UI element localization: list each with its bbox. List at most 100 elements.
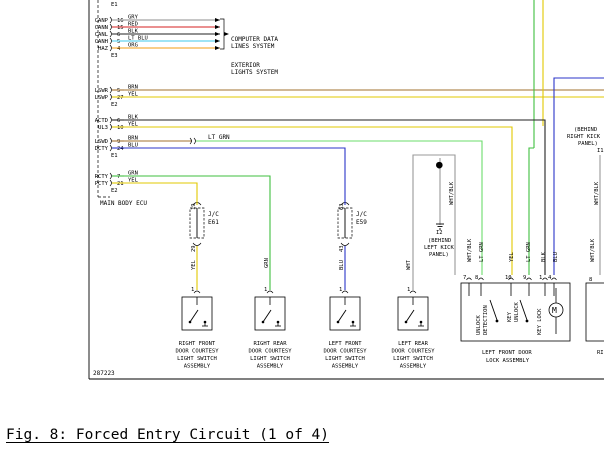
ecu-pin-label: E2 [111,102,118,108]
ecu-signal-label: LSWR [95,88,109,94]
svg-text:UNLOCK: UNLOCK [514,301,520,322]
right-kick-panel-ref: (BEHIND RIGHT KICK PANEL) I1 WHT/BLK WHT… [567,127,604,356]
ecu-signal-label: PCTY [95,181,109,187]
jc-e61: 19 29 J/C E61 [189,198,219,252]
svg-text:WHT/BLK: WHT/BLK [590,238,596,262]
svg-text:DETECTION: DETECTION [483,305,489,335]
ecu-pin-label: 5 [117,88,120,94]
svg-text:J/C: J/C [208,211,219,218]
svg-text:(BEHIND: (BEHIND [574,127,597,133]
ecu-wire-label: BRN [128,136,138,142]
svg-text:PANEL): PANEL) [578,141,598,147]
computer-data-label-1: COMPUTER DATA [231,36,278,43]
ecu-signal-label: HAZ [98,46,109,52]
switch-name-line: LIGHT SWITCH [250,356,290,362]
ecu-connector-mark [109,30,112,38]
ecu-connector-mark [109,44,112,52]
switch-name-line: ASSEMBLY [332,364,359,370]
wire-blu-pin4 [553,77,604,275]
ecu-wire-label: BRN [128,85,138,91]
switch-name-line: DOOR COURTESY [175,349,219,355]
ecu-pin-label: 10 [117,125,124,131]
svg-text:KEY: KEY [507,311,513,322]
wire-rcty-grn [124,175,271,290]
ecu-connector-mark [109,86,112,94]
lock-pin-label: 8 [475,275,478,281]
wire-label-pin9: LT GRN [526,242,532,262]
wire-lswd-connector [189,137,196,145]
computer-data-label-2: LINES SYSTEM [231,43,275,50]
ecu-wire-label: ORG [128,43,138,49]
ecu-connector-mark [109,172,112,180]
main-body-ecu: E1 MAIN BODY ECU [97,0,147,207]
ecu-signal-label: LSWD [95,139,108,145]
svg-text:LEFT KICK: LEFT KICK [424,245,454,251]
wire-label-pin10: YEL [509,251,515,262]
ecu-signal-label: CANH [95,39,108,45]
ecu-connector-mark [109,137,112,145]
ecu-wire-label: GRN [128,171,138,177]
lock-pin-label: 9 [523,275,526,281]
ecu-name: MAIN BODY ECU [100,200,147,207]
figure-caption: Fig. 8: Forced Entry Circuit (1 of 4) [6,427,330,443]
ecu-signal-label: LSWP [95,95,109,101]
wire-lswd-ltgrn [196,140,483,275]
ecu-connector-mark [109,16,112,24]
switch-name-line: RIGHT FRONT [179,341,216,347]
switch-name-line: LIGHT SWITCH [393,356,433,362]
lock-pin-label: 10 [505,275,512,281]
ecu-pin-label: 24 [117,146,124,152]
ecu-pin-label: E2 [111,188,118,194]
wire-label-right-rear: GRN [264,258,270,268]
wire-label-whtblk: WHT/BLK [449,181,455,205]
ecu-pin-label: 21 [117,181,124,187]
switch-name-line: ASSEMBLY [184,364,211,370]
wire-label-pin7: WHT/BLK [467,238,473,262]
ecu-pin-label: 6 [117,118,120,124]
svg-text:RI: RI [597,350,604,356]
switch-name-line: ASSEMBLY [400,364,427,370]
exterior-lights-label: EXTERIOR LIGHTS SYSTEM [231,62,278,76]
svg-text:I1: I1 [597,148,604,154]
svg-text:RIGHT KICK: RIGHT KICK [567,134,601,140]
ecu-wire-label: YEL [128,92,139,98]
switch-name-line: RIGHT REAR [253,341,287,347]
wire-label-left-front: BLU [339,260,345,270]
ecu-pin-label: 16 [117,18,124,24]
wire-dcty-blu [124,147,346,198]
wire-label-pin4: BLU [553,252,559,262]
ecu-connector-mark [109,37,112,45]
svg-text:1: 1 [191,287,194,293]
jc-e59: 63 43 J/C E59 [337,198,367,252]
ecu-connector-mark [109,123,112,131]
ecu-wire-label: BLU [128,143,138,149]
wire-pcty-yel [124,182,198,198]
ecu-wire-label: RED [128,22,138,28]
ecu-wire-label: BLK [128,115,139,121]
ecu-signal-label: CANP [95,18,109,24]
svg-text:●: ● [436,158,443,171]
ecu-pin-label: 5 [117,39,120,45]
svg-text:J/C: J/C [356,211,367,218]
wire-left-rear-wht [412,154,456,290]
wire-label-right-front: YEL [191,259,197,270]
ecu-wire-label: BLK [128,29,139,35]
figure-code: 287223 [93,370,115,377]
ecu-pin-top: E1 [111,2,118,8]
svg-text:29: 29 [191,245,197,252]
ecu-pin-label: 27 [117,95,124,101]
switch-name-line: LIGHT SWITCH [177,356,217,362]
ecu-wire-label: YEL [128,122,139,128]
svg-text:19: 19 [191,203,197,210]
ecu-connector-mark [109,116,112,124]
switch-name-line: ASSEMBLY [257,364,284,370]
ecu-pin-label: 6 [117,32,120,38]
ecu-pin-label: 4 [117,46,121,52]
ecu-signal-label: RCTY [95,174,109,180]
wire-actd-blk [124,119,546,275]
wire-label-pin8: LT GRN [479,242,485,262]
